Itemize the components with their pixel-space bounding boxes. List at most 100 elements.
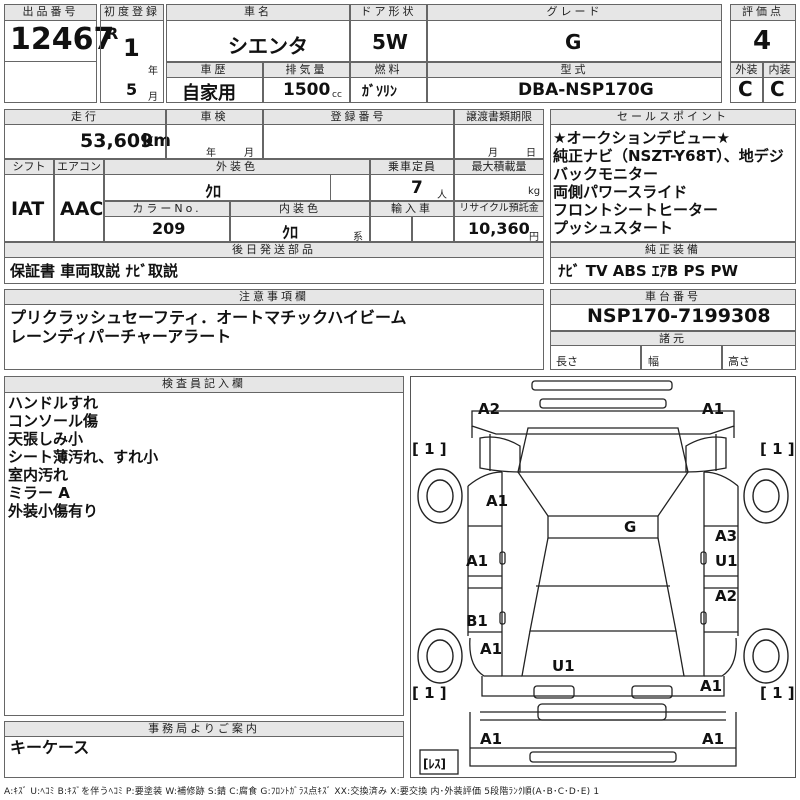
caution-cell [4,304,544,370]
car-damage-diagram: A2 A1 [ 1 ] [ 1 ] A1 G A1 A3 U1 B1 A2 A1… [412,380,795,775]
mark-left-fender: A1 [486,492,508,510]
exterior-grade-header: 外装 [730,62,763,78]
interior-color-unit: 系 [353,232,363,243]
exterior-grade-cell [730,77,763,103]
model-cell [427,77,722,103]
history-cell [166,77,263,103]
tire-front-right: [ 1 ] [760,440,795,458]
door-type-header: ドア形状 [350,4,427,21]
fuel: ｶﾞｿﾘﾝ [362,84,397,100]
inspection-month-unit: 月 [244,148,254,159]
caution-line: プリクラッシュセーフティ．オートマチックハイビーム [10,308,407,327]
capacity-cell [370,174,454,201]
mileage-cell [4,124,166,159]
mileage: 53,609 [80,130,154,152]
recycle-amount: 10,360 [468,219,530,238]
history: 自家用 [182,83,236,104]
mark-left-front-door: A1 [466,552,488,570]
sales-point-line: 両側パワースライド [553,183,688,201]
shift-cell [4,174,54,242]
lot-number-blank [4,61,97,103]
mileage-unit: km [142,131,172,151]
tire-rear-right: [ 1 ] [760,684,795,702]
registration-number-cell [263,124,454,159]
mark-right-front-door-a: A3 [715,527,737,545]
spec-height-cell [722,345,796,370]
inspector-line: コンソール傷 [8,412,99,430]
door-type: 5W [372,30,408,54]
sales-points-header: セールスポイント [550,109,796,125]
chassis-number: NSP170-7199308 [587,305,771,327]
inspector-cell [4,392,404,716]
tire-rear-left: [ 1 ] [412,684,447,702]
transfer-deadline-header: 譲渡書類期限 [454,109,544,125]
mark-rear-left: A1 [480,730,502,748]
car-name-cell [166,20,350,62]
grade-header: グレード [427,4,722,21]
sales-points-cell [550,124,796,242]
recycle-unit: 円 [529,232,539,243]
color-number-cell [104,216,230,242]
inspection-cell [166,124,263,159]
lot-number: 12467 [10,22,115,57]
first-reg-year-unit: 年 [148,66,158,77]
chassis-header: 車台番号 [550,289,796,305]
max-load-header: 最大積載量 [454,159,544,175]
equipment: ﾅﾋﾞ TV ABS ｴｱB PS PW [558,262,739,280]
inspector-line: 室内汚れ [8,466,69,484]
inspection-header: 車検 [166,109,263,125]
interior-grade-cell [763,77,796,103]
later-parts: 保証書 車両取説 ﾅﾋﾞ取説 [10,262,178,280]
inspector-line: 外装小傷有り [8,502,99,520]
later-parts-header: 後日発送部品 [4,242,544,258]
grade: G [565,30,582,54]
door-type-cell [350,20,427,62]
interior-grade: C [770,77,785,101]
inspector-line: ハンドルすれ [8,394,99,412]
score: 4 [753,26,772,56]
model: DBA-NSP170G [518,80,654,100]
inspector-line: 天張しみ小 [8,430,84,448]
spec-width-cell [641,345,722,370]
mileage-header: 走行 [4,109,166,125]
mark-spare: [ﾚｽ] [423,757,446,771]
sales-point-line: ★オークションデビュー★ [553,129,730,147]
damage-legend: A:ｷｽﾞ U:ﾍｺﾐ B:ｷｽﾞを伴うﾍｺﾐ P:要塗装 W:補修跡 S:錆 … [4,787,600,797]
mark-roof: U1 [552,657,575,675]
spec-length-label: 長さ [556,355,578,368]
lot-number-header: 出品番号 [4,4,97,21]
caution-header: 注意事項欄 [4,289,544,305]
grade-cell [427,20,722,62]
displacement-header: 排気量 [263,62,350,78]
inspector-line: ミラー A [8,484,70,502]
aircon-cell [54,174,104,242]
color-number-header: カラーNo. [104,201,230,217]
mark-hood: G [624,518,636,536]
mark-right-rear-door: A2 [715,587,737,605]
fuel-header: 燃料 [350,62,427,78]
spec-height-label: 高さ [728,355,750,368]
first-registration-cell [100,20,164,103]
capacity-header: 乗車定員 [370,159,454,175]
displacement-cell [263,77,350,103]
office-header: 事務局よりご案内 [4,721,404,737]
score-cell [730,20,796,62]
mark-front-left: A2 [478,400,500,418]
transfer-month-unit: 月 [488,148,498,159]
score-header: 評価点 [730,4,796,21]
equipment-header: 純正装備 [550,242,796,258]
mark-right-quarter: A1 [700,677,722,695]
sales-point-line: プッシュスタート [553,219,674,237]
transfer-day-unit: 日 [526,148,536,159]
interior-grade-header: 内装 [763,62,796,78]
import-header: 輸入車 [370,201,454,217]
office-note: キーケース [10,738,90,757]
interior-color-cell [230,216,370,242]
recycle-cell [454,216,544,242]
sales-point-line: バックモニター [553,165,659,183]
spec-width-label: 幅 [648,355,659,368]
fuel-cell [350,77,427,103]
max-load-cell [454,174,544,201]
damage-diagram-frame [410,376,796,778]
shift-header: シフト [4,159,54,175]
